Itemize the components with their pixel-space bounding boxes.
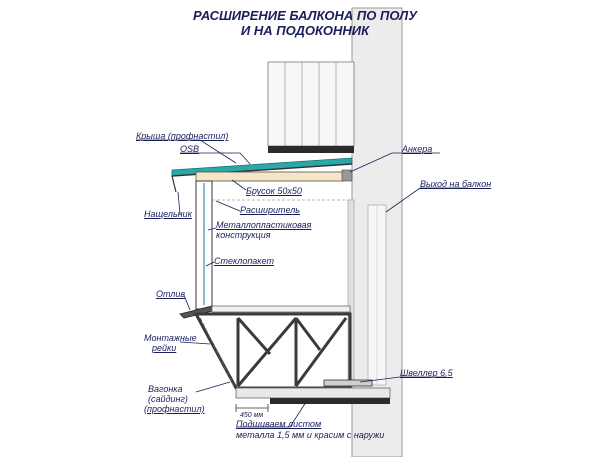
label-expander: Расширитель	[240, 205, 301, 215]
leader-exit	[385, 187, 468, 213]
truss-diagonal	[294, 317, 348, 387]
label-roof: Крыша (профнастил)	[136, 131, 229, 141]
leader-bottom	[236, 401, 307, 428]
label-drip-edge: Нащельник	[144, 209, 192, 219]
mounting-rail	[199, 317, 235, 387]
leader-frame	[207, 227, 217, 231]
leader-rails	[179, 341, 211, 345]
leader-osb	[180, 152, 251, 165]
leader-drip-edge	[177, 191, 181, 215]
leader-anchors	[349, 152, 440, 173]
leader-beam	[231, 179, 247, 191]
label-rails-line1: Монтажные	[144, 333, 197, 343]
leader-sill	[183, 294, 191, 311]
label-cladding-line2: (сайдинг)	[148, 394, 188, 404]
label-bottom-line2: металла 1,5 мм и красим с наружи	[236, 430, 385, 440]
channel-6-5	[323, 379, 373, 387]
label-cladding-line1: Вагонка	[148, 384, 183, 394]
sill-board	[211, 305, 351, 313]
leader-lines	[136, 139, 468, 428]
label-glass: Стеклопакет	[214, 256, 274, 266]
leader-glass	[205, 261, 215, 267]
label-sill: Отлив	[156, 289, 186, 299]
label-bottom-line1: Подшиваем листом	[236, 419, 322, 429]
label-dimension: 450 мм	[240, 412, 264, 419]
upper-railing	[267, 61, 355, 147]
label-exit: Выход на балкон	[420, 179, 492, 189]
label-frame-line1: Металлопластиковая	[216, 220, 312, 230]
label-anchors: Анкера	[402, 144, 433, 154]
label-channel: Швеллер 6,5	[400, 368, 453, 378]
floor-slab	[235, 387, 391, 399]
anchor-block	[341, 169, 353, 182]
diagram-title-line2: И НА ПОДОКОННИК	[240, 23, 370, 38]
label-cladding-line3: (профнастил)	[144, 404, 205, 414]
leader-roof	[136, 139, 237, 164]
label-beam: Брусок 50х50	[246, 186, 302, 196]
diagram-title-line1: РАСШИРЕНИЕ БАЛКОНА ПО ПОЛУ	[192, 8, 418, 23]
upper-slab	[268, 146, 354, 153]
leader-expander	[215, 200, 241, 212]
truss-diagonal	[236, 317, 272, 355]
drip-edge	[171, 175, 177, 193]
truss-diagonal	[294, 317, 322, 351]
leader-cladding	[195, 381, 231, 393]
label-rails-line2: рейки	[152, 343, 177, 353]
extension-frame-outline	[193, 312, 352, 390]
label-frame-line2: конструкция	[216, 230, 271, 240]
bottom-metal-sheet	[270, 398, 390, 404]
label-osb: OSB	[180, 144, 200, 154]
beam-50x50	[195, 171, 345, 182]
leader-channel	[359, 376, 446, 383]
